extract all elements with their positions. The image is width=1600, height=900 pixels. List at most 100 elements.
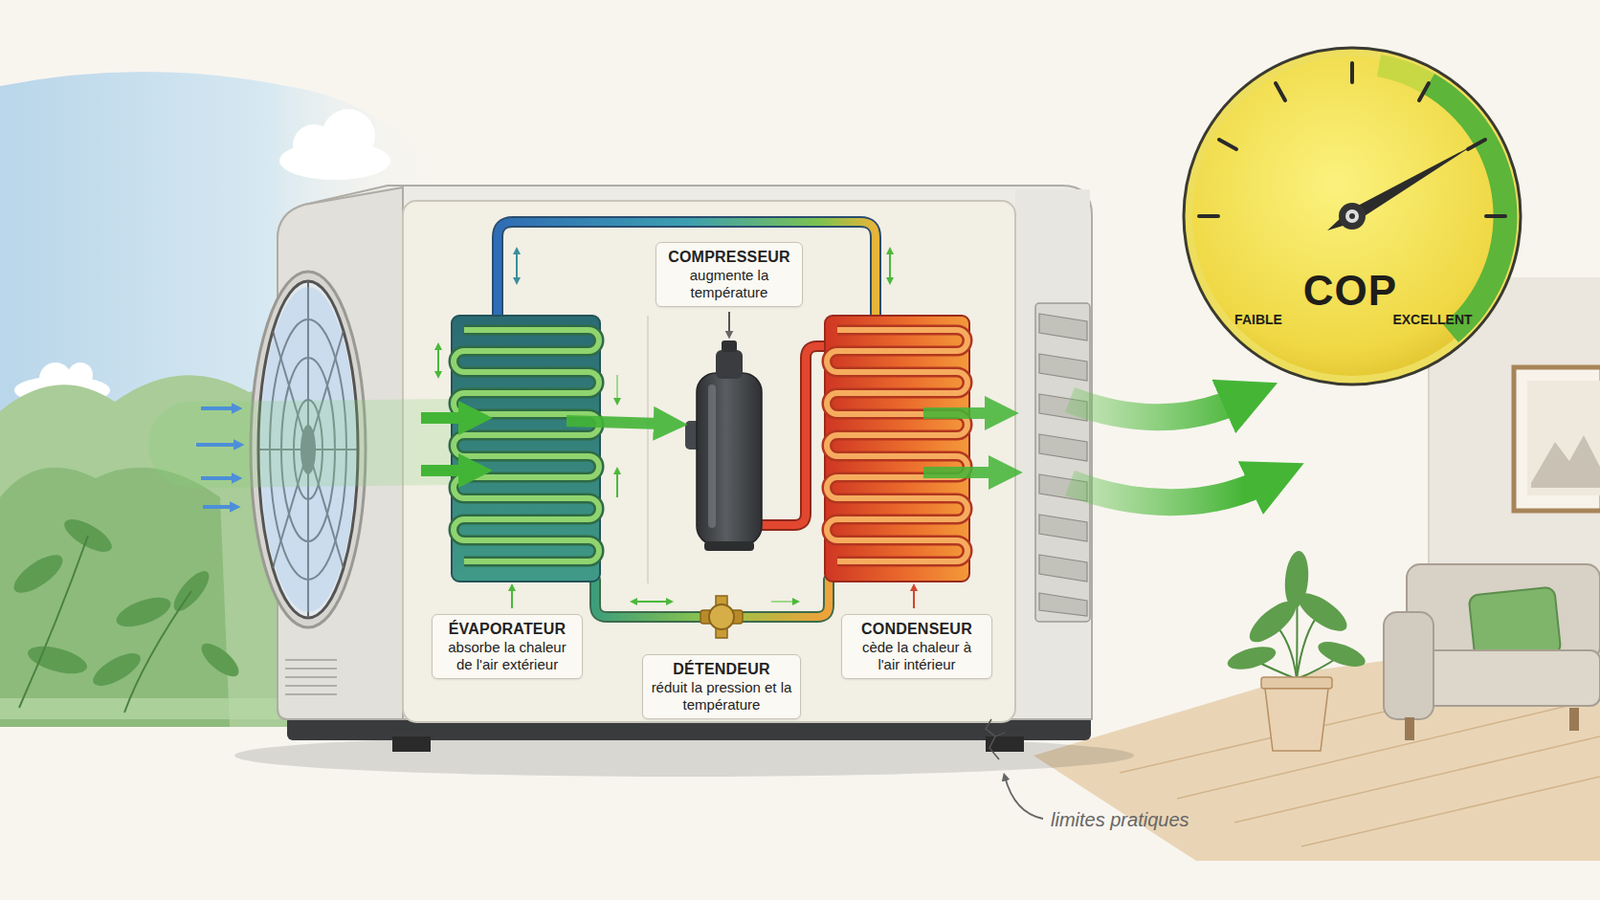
outdoor-unit-housing xyxy=(285,685,337,688)
outdoor-unit-housing xyxy=(392,736,431,753)
direction-marks xyxy=(771,600,797,603)
outdoor-unit-housing xyxy=(1039,354,1088,381)
outdoor-scenery xyxy=(8,512,245,692)
expansion-valve xyxy=(709,604,734,630)
room-interior xyxy=(1261,677,1333,689)
outdoor-unit-housing xyxy=(1039,313,1088,617)
cop-gauge xyxy=(1422,73,1517,343)
evaporator-coil xyxy=(453,330,600,562)
expansion-valve xyxy=(700,596,743,639)
outdoor-scenery xyxy=(0,698,307,720)
evaporator-coil xyxy=(453,330,600,562)
airflow-in xyxy=(200,476,234,481)
outdoor-scenery xyxy=(19,535,89,709)
gauge-scale-label: EXCELLENT xyxy=(1392,311,1472,328)
heat-flow-arrows xyxy=(421,412,466,424)
outdoor-scenery xyxy=(67,362,93,388)
direction-marks xyxy=(438,250,1044,820)
cop-gauge xyxy=(1199,63,1506,217)
direction-marks xyxy=(912,587,915,609)
component-description: cède la chaleur à l'air intérieur xyxy=(849,639,984,674)
outdoor-unit-housing xyxy=(985,719,1000,760)
heat-flow-arrows xyxy=(1069,483,1262,503)
cop-gauge xyxy=(1338,202,1366,230)
outdoor-unit-housing xyxy=(1039,555,1088,582)
outdoor-scenery xyxy=(124,591,192,713)
component-name: DÉTENDEUR xyxy=(650,660,793,679)
component-description: augmente la température xyxy=(664,266,795,302)
divider-line xyxy=(646,315,649,584)
cop-gauge xyxy=(1345,209,1359,223)
direction-marks xyxy=(437,346,440,376)
cop-gauge xyxy=(1219,139,1237,150)
room-interior xyxy=(1224,643,1278,675)
direction-marks xyxy=(511,587,513,609)
cop-gauge xyxy=(1486,214,1506,219)
outdoor-unit-housing xyxy=(1015,189,1090,718)
compressor xyxy=(708,384,716,529)
outdoor-scenery xyxy=(8,548,69,600)
direction-marks xyxy=(515,250,518,282)
cop-gauge xyxy=(1275,83,1286,101)
heat-flow-arrows xyxy=(566,421,661,424)
annotation-note: limites pratiques xyxy=(1050,809,1190,832)
component-description: absorbe la chaleur de l'air extérieur xyxy=(440,639,575,674)
outdoor-scenery xyxy=(196,638,245,683)
refrigerant-pipes xyxy=(497,222,876,316)
refrigerant-pipes xyxy=(497,222,876,316)
outdoor-scenery xyxy=(112,591,176,633)
outdoor-unit-housing xyxy=(234,734,1134,778)
component-label-box: COMPRESSEURaugmente la température xyxy=(655,242,803,308)
component-label-box: DÉTENDEURréduit la pression et la tempér… xyxy=(642,654,801,720)
room-interior xyxy=(1224,550,1369,674)
airflow-in xyxy=(196,408,236,508)
outdoor-unit-housing xyxy=(1039,434,1088,462)
room-interior xyxy=(1314,637,1369,673)
outdoor-scenery xyxy=(0,71,441,728)
component-name: CONDENSEUR xyxy=(849,620,984,639)
heat-flow-arrows xyxy=(421,413,996,473)
room-interior xyxy=(1265,688,1329,752)
condenser-coil xyxy=(824,315,970,582)
gauge-scale-label: FAIBLE xyxy=(1234,311,1283,328)
outdoor-unit-housing xyxy=(285,659,337,662)
evaporator-coil xyxy=(451,315,600,582)
component-label-box: ÉVAPORATEURabsorbe la chaleur de l'air e… xyxy=(431,614,583,680)
room-interior xyxy=(1531,435,1600,489)
outdoor-unit-housing xyxy=(285,693,337,696)
room-interior xyxy=(1569,708,1579,732)
outdoor-unit-housing xyxy=(402,200,1016,723)
cop-gauge xyxy=(1349,213,1356,220)
direction-marks xyxy=(616,470,619,498)
outdoor-scenery xyxy=(19,535,192,713)
heat-flow-arrows xyxy=(421,465,466,477)
outdoor-unit-housing xyxy=(1035,303,1090,623)
heat-flow-arrows xyxy=(923,466,996,479)
outdoor-unit-housing xyxy=(285,660,337,695)
airflow-in xyxy=(196,443,236,447)
direction-marks xyxy=(616,375,619,402)
gauge-title: COP xyxy=(1303,266,1398,315)
outdoor-scenery xyxy=(0,467,230,728)
airflow-in xyxy=(202,505,232,510)
outdoor-unit-housing xyxy=(285,676,337,679)
evaporator-coil xyxy=(451,315,600,582)
airflow-in xyxy=(191,408,450,508)
refrigerant-pipes xyxy=(761,346,829,526)
outdoor-unit-housing xyxy=(1039,593,1088,617)
room-interior xyxy=(1527,380,1600,496)
cop-gauge-dial: COP FAIBLE EXCELLENT xyxy=(1181,45,1523,387)
cop-gauge xyxy=(1183,47,1521,385)
outdoor-unit-housing xyxy=(1039,313,1088,341)
direction-marks xyxy=(728,311,731,335)
compressor xyxy=(721,340,737,353)
room-interior xyxy=(1301,777,1600,847)
cop-gauge xyxy=(1467,139,1486,150)
component-description: réduit la pression et la température xyxy=(650,679,793,714)
outdoor-unit-housing xyxy=(995,733,1005,737)
cop-gauge xyxy=(1350,63,1355,83)
outdoor-unit-housing xyxy=(285,667,337,670)
